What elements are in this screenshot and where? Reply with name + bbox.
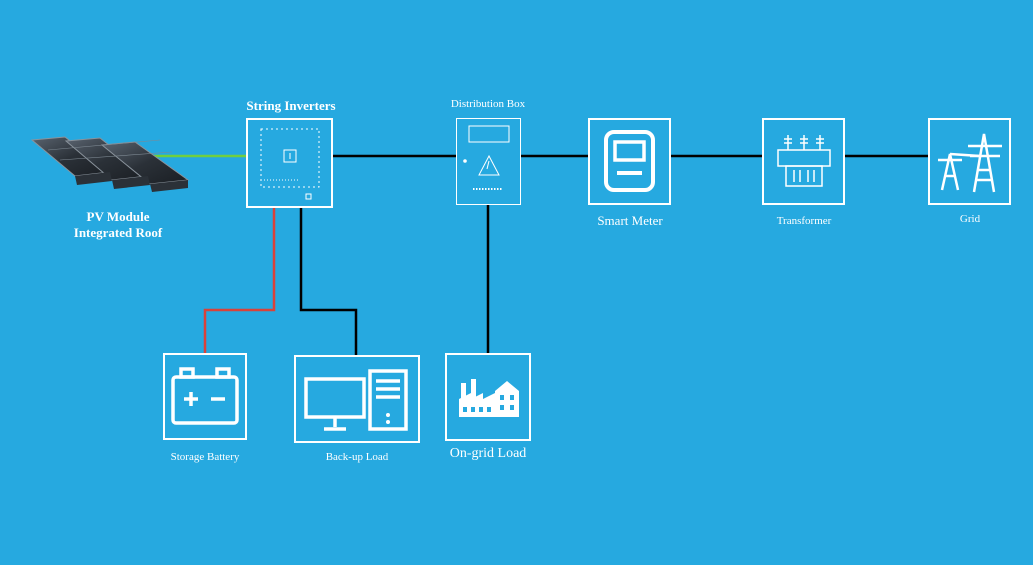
pv-module-label: PV Module Integrated Roof (58, 209, 178, 241)
inverter-icon (260, 128, 320, 200)
transformer-node[interactable] (762, 118, 845, 205)
grid-label: Grid (959, 213, 981, 225)
pv-module-label-line1: PV Module (86, 209, 150, 224)
backup-load-label: Back-up Load (325, 451, 389, 463)
string-inverters-node[interactable] (246, 118, 333, 208)
storage-battery-node[interactable] (163, 353, 247, 440)
pv-module-label-line2: Integrated Roof (73, 225, 163, 240)
power-tower-icon (938, 133, 1002, 193)
smart-meter-label: Smart Meter (597, 213, 663, 228)
backup-load-node[interactable] (294, 355, 420, 443)
ongrid-load-label: On-grid Load (449, 446, 527, 461)
inverter-to-backup-line (299, 208, 358, 355)
smart-meter-node[interactable] (588, 118, 671, 205)
grid-node[interactable] (928, 118, 1011, 205)
distribution-box-node[interactable] (456, 118, 521, 205)
inverter-to-battery-line (203, 208, 276, 353)
computer-icon (304, 369, 408, 431)
meter-icon (604, 130, 655, 192)
ongrid-load-node[interactable] (445, 353, 531, 441)
transformer-label: Transformer (776, 215, 832, 227)
string-inverters-label: String Inverters (246, 98, 336, 113)
battery-icon (171, 367, 239, 425)
distribution-box-icon (463, 125, 510, 190)
distribution-box-label: Distribution Box (450, 98, 526, 110)
factory-icon (459, 379, 519, 417)
storage-battery-label: Storage Battery (170, 451, 240, 463)
transformer-icon (777, 135, 831, 187)
